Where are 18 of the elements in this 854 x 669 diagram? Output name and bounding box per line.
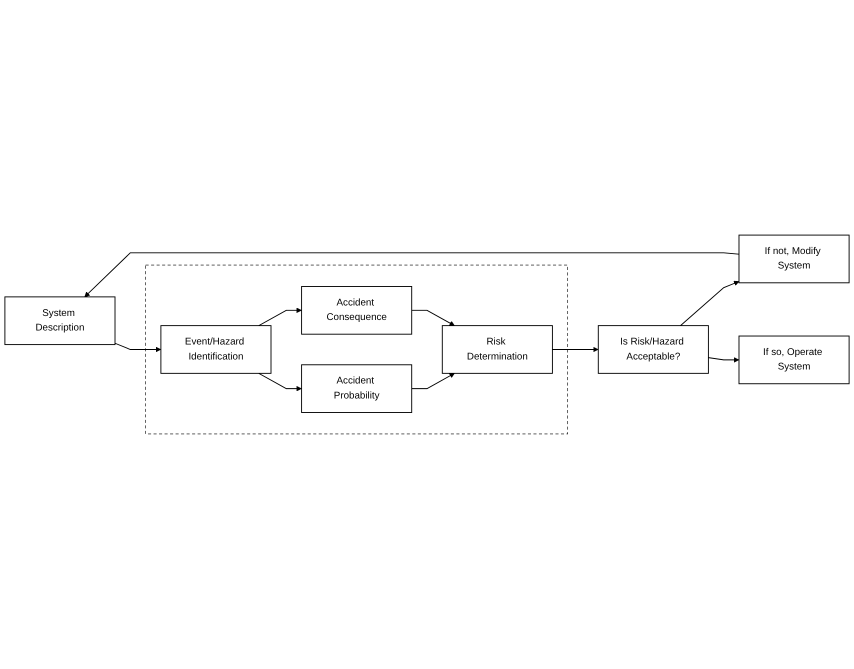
arrow	[114, 342, 162, 352]
arrow	[552, 346, 599, 352]
arrow	[680, 280, 740, 326]
node-box: If so, Operate System	[738, 336, 850, 384]
arrow	[258, 308, 302, 326]
cluster	[145, 264, 568, 434]
arrow	[258, 372, 302, 392]
node-box: System Description	[4, 296, 116, 346]
node-box: Risk Determination	[442, 325, 553, 374]
arrow	[708, 357, 740, 363]
arrow	[411, 310, 455, 326]
arrow	[411, 373, 455, 390]
node-box: Event/Hazard Identification	[160, 325, 272, 374]
node-box: Accident Probability	[301, 364, 412, 413]
arrow	[84, 252, 740, 298]
node-box: Accident Consequence	[301, 286, 412, 335]
node-box: Is Risk/Hazard Acceptable?	[598, 325, 709, 374]
node-box: If not, Modify System	[738, 234, 850, 284]
